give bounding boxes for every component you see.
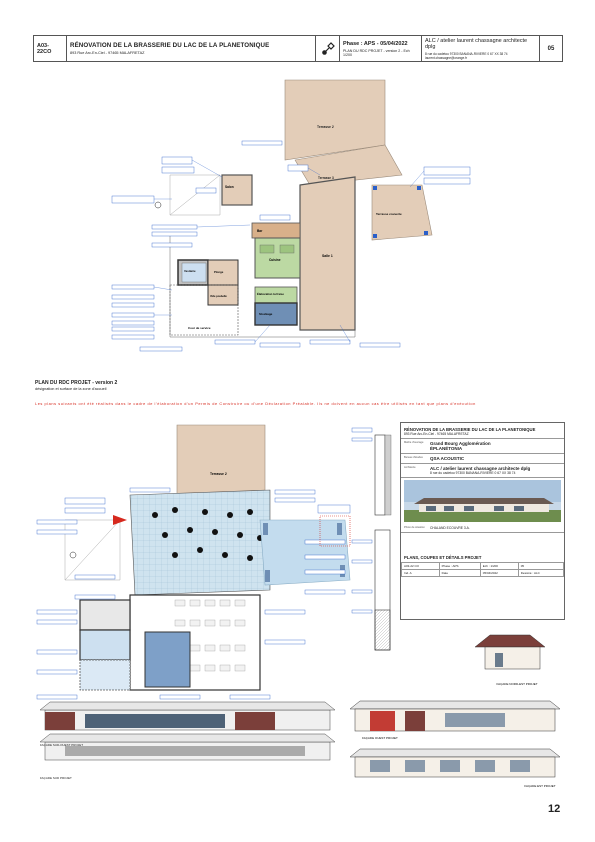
room-label-salle1: Salle 1 [322,254,333,258]
room-label-stockage: Stockage [259,312,273,316]
sheet-number: 05 [547,45,555,52]
room-label-salon: Salon [225,185,234,189]
cartouche-photo-row: Photo de situation CHALAND ECOUVRE 3.A. [401,524,564,533]
section-details [351,427,392,651]
title-block-header: A03-22CO RÉNOVATION DE LA BRASSERIE DU L… [33,35,563,62]
room-label-terrasse2: Terrasse 2 [317,125,334,129]
cartouche-project: RÉNOVATION DE LA BRASSERIE DU LAC DE LA … [401,423,564,439]
cartouche-project-address: 893 Rue Arc-En-Ciel - 97465 MALAFRETAZ [404,432,469,436]
cartouche-cell: Ech : 1/200 [479,562,519,570]
cartouche-archi-label: Architecte [404,466,416,469]
elevation-caption-left-2: FAÇADE SUD PROJET [40,776,72,780]
cartouche-archi-sub: 8 rue du cadetou 97300 BANANA-RIVIERE 0 … [430,471,516,475]
elevation-strip-2 [39,733,336,761]
elevation-strip-1 [39,701,336,731]
guitar-logo-icon [321,41,335,55]
project-code: A03-22CO [34,36,67,61]
building-photo-image [404,480,561,522]
annotation-callouts-detailed [36,487,351,700]
cartouche-moa: Maître d'ouvrage Grand Bourg Agglomérati… [401,439,564,454]
cartouche-bet: Bureau d'études QSA ACOUSTIC [401,454,564,464]
room-label-cuisine: Cuisine [269,258,281,262]
room-label-vide-poubelle: Vide poubelle [210,294,227,298]
cartouche-cell: A03-22 CO [401,562,440,570]
room-label-terrasse-couverte: Terrasse couverte [376,212,402,216]
cartouche-project-title: RÉNOVATION DE LA BRASSERIE DU LAC DE LA … [404,427,536,432]
elevation-caption-3: FAÇADE EST PROJET [524,784,555,788]
cartouche-archi-value: ALC / atelier laurent chassagne architec… [430,466,531,471]
cartouche-moa-label: Maître d'ouvrage [404,441,424,444]
elevation-caption-left-1: FAÇADE SUD-OUEST PROJET [40,743,84,747]
room-label-elaboration: Élaboration ta fraise [257,291,284,296]
cartouche-cell: 05 [517,562,565,570]
plan-caption: PLAN DU RDC PROJET - version 2 désignati… [35,380,117,391]
cartouche-photo-label: Photo de situation [404,526,425,529]
phase-label: Phase : APS - 05/04/2022 [343,40,408,47]
architect-address: 8 rue du cadetou 97300 BANANA-RIVIERE 0 … [425,51,508,60]
detailed-floor-plan: Terrasse 2 [36,424,351,761]
room-label-bar: Bar [257,229,263,233]
cartouche-table: A03-22 CO Phase : APS Ech : 1/200 05 Ind… [401,562,565,577]
project-address: 893 Rue Arc-En-Ciel - 97465 MALAFRETAZ [70,51,145,55]
room-label-vestiaire: Vestiaire [184,269,196,273]
architect-name: ALC / atelier laurent chassagne architec… [425,37,528,50]
cartouche-cell: Ind. A [401,569,440,577]
room-label-plonge: Plonge [214,270,224,274]
cartouche-photo-caption: CHALAND ECOUVRE 3.A. [430,526,470,530]
architect-logo [316,36,340,61]
phase-sub: PLAN DU RDC PROJET - version 2 - Ech 1/2… [343,48,410,57]
plan-caption-title: PLAN DU RDC PROJET - version 2 [35,380,118,386]
cartouche-cell: Date [438,569,481,577]
room-label-cour-service: Cour de service [188,326,211,330]
right-elevations: FAÇADE NORD-EST PROJET FAÇADE OUEST PROJ… [349,634,561,788]
room-label-terrasse3: Terrasse 3 [318,176,334,180]
cartouche-cell: Dessiné : ALC [517,569,565,577]
cartouche-architect: Architecte ALC / atelier laurent chassag… [401,464,564,478]
cartouche-moa-value: Grand Bourg Agglomération [430,441,491,446]
elevation-caption-1: FAÇADE NORD-EST PROJET [496,682,537,686]
annotation-leaders [153,159,425,343]
legal-warning: Les plans suivants ont été réalisés dans… [35,401,476,406]
title-cartouche: RÉNOVATION DE LA BRASSERIE DU LAC DE LA … [400,422,565,620]
cartouche-bet-value: QSA ACOUSTIC [430,456,465,461]
cartouche-cell: 05/04/2022 [479,569,519,577]
phase-info: Phase : APS - 05/04/2022 PLAN DU RDC PRO… [340,36,422,61]
elevation-caption-2: FAÇADE OUEST PROJET [362,736,398,740]
furniture-dining-tables [174,599,246,672]
cartouche-moa2-value: ÉPLANÉTONIA [430,446,463,451]
plan-caption-subtitle: désignation et surface de la zone d'accu… [35,387,107,391]
cartouche-cell: Phase : APS [438,562,481,570]
project-title: RÉNOVATION DE LA BRASSERIE DU LAC DE LA … [70,42,270,49]
room-label-terrasse2-detailed: Terrasse 2 [210,472,227,476]
ground-floor-plan-v2: Terrasse 2 Terrasse 3 Salon Terrasse cou… [111,79,471,352]
cartouche-bet-label: Bureau d'études [404,456,423,459]
annotation-callouts [111,140,471,352]
situation-photo [404,480,561,522]
cartouche-plan-title: PLANS, COUPES ET DÉTAILS PROJET [404,555,482,560]
project-info: RÉNOVATION DE LA BRASSERIE DU LAC DE LA … [67,36,316,61]
architect-info: ALC / atelier laurent chassagne architec… [422,36,540,61]
page-number: 12 [548,803,561,815]
